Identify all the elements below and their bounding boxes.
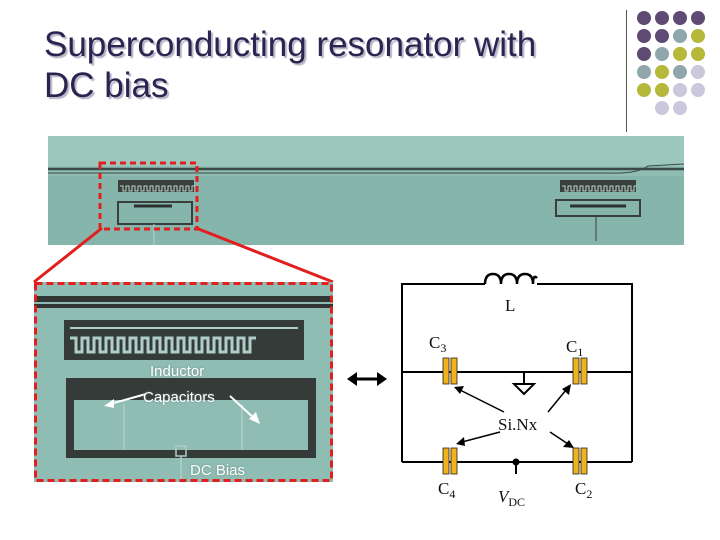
- dc-bias-terminal-icon: [512, 458, 520, 474]
- sinx-label: Si.Nx: [498, 415, 538, 434]
- dot-row-6: [655, 101, 687, 115]
- vdc-label: VDC: [498, 487, 526, 509]
- chip-micrograph: [48, 136, 684, 245]
- slide-title-line2: DC bias: [44, 66, 169, 105]
- dc-bias-label: DC Bias: [190, 462, 246, 479]
- double-arrow-icon: [347, 372, 387, 386]
- inductor-symbol-label: L: [505, 296, 516, 315]
- capacitor-c1: [572, 357, 588, 385]
- inductor-label: Inductor: [150, 363, 205, 380]
- capacitor-c4: [442, 447, 458, 475]
- title-divider: [626, 10, 627, 132]
- c1-label: C1: [566, 337, 584, 359]
- dot-row-4: [637, 65, 705, 79]
- c3-label: C3: [429, 333, 447, 355]
- circuit-schematic: [401, 272, 633, 475]
- capacitors-label: Capacitors: [143, 389, 215, 406]
- capacitor-c2: [572, 447, 588, 475]
- wire-top-right: [537, 283, 633, 372]
- ground-icon: [511, 372, 537, 396]
- slide-title: Superconducting resonator with DC bias: [44, 24, 614, 106]
- slide-title-line1: Superconducting resonator with: [44, 25, 537, 64]
- inductor-coil-icon: [483, 272, 538, 285]
- dot-row-5: [637, 83, 705, 97]
- dot-row-3: [637, 47, 705, 61]
- wire-top-left: [401, 283, 485, 372]
- zoom-selection-box: [98, 161, 199, 231]
- capacitor-c3: [442, 357, 458, 385]
- dot-row-2: [637, 29, 705, 43]
- c4-label: C4: [438, 479, 456, 501]
- right-resonator-structure: [555, 180, 641, 241]
- decorative-dot-grid: [637, 11, 705, 115]
- dot-row-1: [637, 11, 705, 25]
- zoomed-micrograph: [34, 282, 333, 482]
- c2-label: C2: [575, 479, 593, 501]
- sinx-pointer-arrows: [454, 384, 574, 448]
